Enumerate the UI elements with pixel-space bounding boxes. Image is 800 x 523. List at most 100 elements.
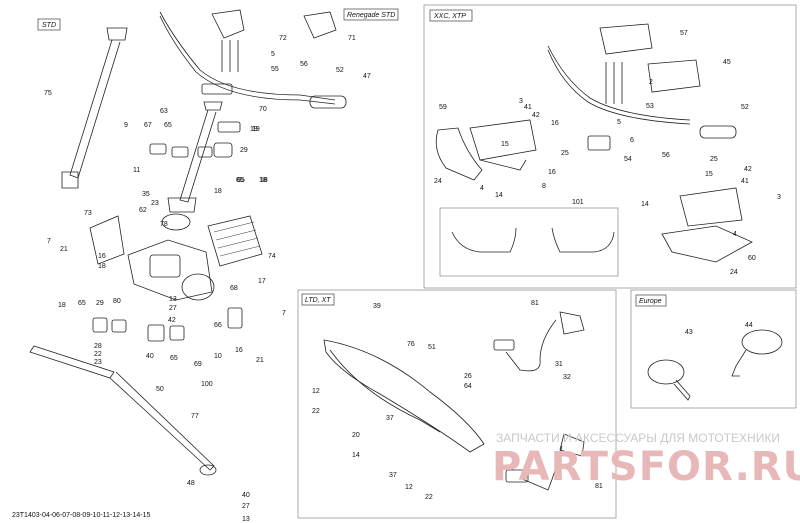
callout-7: 7 [47,238,51,245]
callout-16d: 16 [548,169,556,176]
callout-24b: 24 [730,269,738,276]
mirror-left [647,359,691,401]
callout-41b: 41 [741,178,749,185]
callout-32: 32 [563,374,571,381]
callout-17: 17 [258,278,266,285]
callout-43: 43 [685,329,693,336]
callout-54: 54 [624,156,632,163]
watermark-logo: PARTSFOR.RU [492,444,800,490]
callout-41: 41 [524,104,532,111]
callouts-europe: 43 44 [685,322,753,336]
callout-2: 2 [649,79,653,86]
tag-ltd-xt: LTD, XT [305,297,331,304]
callout-12: 12 [312,388,320,395]
lower-linkage [29,307,243,476]
handguard-ltd [323,339,485,453]
handlebar-std [159,9,347,109]
ltd-xt-frame [297,289,617,519]
europe-frame [630,289,797,409]
callout-47: 47 [363,73,371,80]
callouts-top: 72 71 5 55 56 52 47 70 19 65 18 [236,35,371,184]
tag-std: STD [42,22,56,29]
tag-europe: Europe [639,298,662,305]
tag-renegade-std: Renegade STD [347,12,395,19]
callout-35: 35 [142,191,150,198]
callout-20: 20 [352,432,360,439]
handguard-right-xxc [661,187,753,263]
callout-71: 71 [348,35,356,42]
callout-10: 10 [214,353,222,360]
callout-42: 42 [168,317,176,324]
callout-74: 74 [268,253,276,260]
part-101-brackets [451,227,615,253]
callout-3: 3 [519,98,523,105]
callout-52b: 52 [741,104,749,111]
callout-42c: 42 [744,166,752,173]
callout-14: 14 [495,192,503,199]
callout-66: 66 [214,322,222,329]
callout-81: 81 [531,300,539,307]
callout-29: 29 [240,147,248,154]
callout-69: 69 [194,361,202,368]
callout-77: 77 [191,413,199,420]
callout-16c: 16 [551,120,559,127]
callout-14b: 14 [641,201,649,208]
callout-4b: 4 [733,231,737,238]
reference-code: 23T1403-04-06-07-08-09-10-11-12-13-14-15 [12,512,151,519]
callout-65e: 65 [170,355,178,362]
callout-64: 64 [464,383,472,390]
callout-62: 62 [139,207,147,214]
callout-11: 11 [133,167,140,174]
callout-72: 72 [279,35,287,42]
callout-5b: 5 [617,119,621,126]
callout-21: 21 [60,246,68,253]
callout-40b: 40 [242,492,250,499]
callout-16b: 16 [235,347,243,354]
cover-74 [207,215,263,267]
watermark-tagline: ЗАПЧАСТИ И АКСЕССУАРЫ ДЛЯ МОТОТЕХНИКИ [496,431,780,445]
part-101-frame [439,207,619,277]
callout-53: 53 [646,103,654,110]
steering-gearbox [89,215,215,301]
callout-50: 50 [156,386,164,393]
callout-18: 18 [214,188,222,195]
steering-column-std [61,27,128,189]
callout-68: 68 [230,285,238,292]
callout-19: 19 [250,126,258,133]
callout-22: 22 [94,351,102,358]
callout-27: 27 [169,305,177,312]
callout-59: 59 [439,104,447,111]
callout-73: 73 [84,210,92,217]
callout-40: 40 [146,353,154,360]
callout-5: 5 [271,51,275,58]
tag-xxc-xtp: XXC, XTP [433,13,466,20]
callout-15: 15 [501,141,509,148]
callout-56b: 56 [662,152,670,159]
callouts-xxc: 57 45 2 3 53 52 41 59 42 16 25 5 15 6 54… [434,30,781,276]
callout-26: 26 [464,373,472,380]
callout-37b: 37 [389,472,397,479]
xxc-handlebar [547,23,737,151]
handguard-left-xxc [435,119,537,181]
callout-18b: 18 [259,177,267,184]
callout-80: 80 [113,298,121,305]
callout-15b: 15 [705,171,713,178]
callout-60: 60 [748,255,756,262]
callout-75: 75 [44,90,52,97]
callout-25: 25 [561,150,569,157]
clamp-parts [149,121,241,158]
callout-65c: 65 [237,177,245,184]
heated-grip-harness [493,311,585,491]
callout-78: 78 [160,221,168,228]
callout-52: 52 [336,67,344,74]
callout-27b: 27 [242,503,250,510]
callout-55: 55 [271,66,279,73]
callout-76: 76 [407,341,415,348]
callouts-left: 75 63 9 67 65 11 19 18 35 23 29 65 18 62… [44,90,286,523]
callout-70: 70 [259,106,267,113]
callout-13: 13 [169,296,177,303]
callout-18d: 18 [98,263,106,270]
xxc-xtp-frame [423,4,797,289]
callout-56: 56 [300,61,308,68]
